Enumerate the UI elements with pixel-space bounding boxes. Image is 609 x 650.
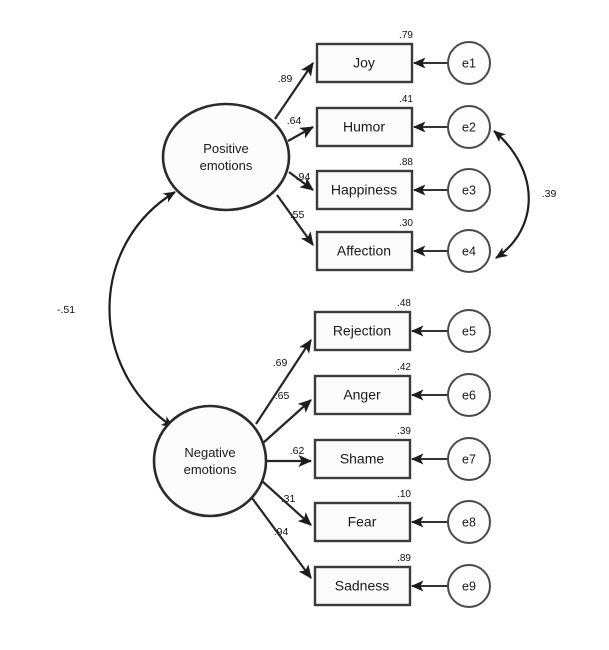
loading-label-affection: .55: [290, 209, 305, 221]
indicator-affection[interactable]: Affection .30: [315, 218, 414, 272]
error-e9-shape[interactable]: [447, 564, 491, 608]
indicator-happiness-box[interactable]: [315, 169, 414, 211]
path-negative-rejection: [255, 339, 312, 425]
indicator-rejection-box[interactable]: [313, 310, 412, 352]
latent-positive-emotions[interactable]: Positive emotions: [161, 102, 291, 212]
error-e2-shape[interactable]: [447, 105, 491, 149]
error-e2-label: e2: [462, 120, 476, 134]
path-positive-affection: [276, 194, 314, 246]
r2-anger: .42: [397, 362, 411, 373]
error-term-e8[interactable]: e8: [447, 500, 491, 544]
indicator-joy-label: Joy: [353, 55, 375, 71]
r2-fear: .10: [397, 489, 411, 500]
error-e6-label: e6: [462, 388, 476, 402]
path-positive-joy: [274, 62, 314, 120]
error-term-e6[interactable]: e6: [447, 373, 491, 417]
loading-label-joy: .89: [278, 73, 293, 85]
factor-correlation-curve: [108, 191, 176, 428]
loading-paths-negative: [251, 339, 313, 579]
error-e6-shape[interactable]: [447, 373, 491, 417]
error-e4-shape[interactable]: [447, 229, 491, 273]
r2-happiness: .88: [399, 157, 413, 168]
covariance-curves: [108, 130, 530, 428]
error-e5-shape[interactable]: [447, 309, 491, 353]
indicator-anger-label: Anger: [343, 387, 381, 403]
error-term-e9[interactable]: e9: [447, 564, 491, 608]
error-e9-label: e9: [462, 579, 476, 593]
r2-sadness: .89: [397, 553, 411, 564]
indicator-affection-box[interactable]: [315, 230, 414, 272]
loading-label-fear: .31: [281, 493, 296, 505]
error-e7-shape[interactable]: [447, 437, 491, 481]
latent-negative-label-line2: emotions: [184, 462, 237, 477]
indicator-joy-box[interactable]: [315, 42, 414, 84]
path-negative-fear: [261, 480, 312, 526]
indicator-fear-label: Fear: [348, 514, 377, 530]
indicator-happiness-label: Happiness: [331, 182, 397, 198]
error-e1-shape[interactable]: [447, 41, 491, 85]
error-term-e2[interactable]: e2: [447, 105, 491, 149]
loading-labels: .89 .64 .94 .55 .69 .65 .62 .31 .94: [273, 73, 311, 538]
indicator-fear[interactable]: Fear .10: [313, 489, 412, 543]
latent-negative-emotions[interactable]: Negative emotions: [152, 404, 268, 518]
r2-shame: .39: [397, 426, 411, 437]
error-e3-label: e3: [462, 183, 476, 197]
r2-joy: .79: [399, 30, 413, 41]
error-e4-label: e4: [462, 244, 476, 258]
r2-rejection: .48: [397, 298, 411, 309]
loading-label-humor: .64: [287, 115, 302, 127]
factor-correlation-label: -.51: [57, 304, 75, 316]
error-paths: [411, 57, 448, 592]
error-e8-label: e8: [462, 515, 476, 529]
indicator-anger-box[interactable]: [313, 374, 412, 416]
indicator-shame[interactable]: Shame .39: [313, 426, 412, 480]
error-term-e4[interactable]: e4: [447, 229, 491, 273]
error-term-e3[interactable]: e3: [447, 168, 491, 212]
error-e7-label: e7: [462, 452, 476, 466]
latent-negative-label-line1: Negative: [184, 445, 235, 460]
indicator-affection-label: Affection: [337, 243, 391, 259]
indicator-fear-box[interactable]: [313, 501, 412, 543]
loading-paths-positive: [274, 62, 314, 246]
loading-label-shame: .62: [290, 445, 305, 457]
indicator-rejection[interactable]: Rejection .48: [313, 298, 412, 352]
latent-positive-label-line2: emotions: [200, 158, 253, 173]
error-term-e5[interactable]: e5: [447, 309, 491, 353]
loading-label-rejection: .69: [273, 357, 288, 369]
indicator-rejection-label: Rejection: [333, 323, 391, 339]
error-e5-label: e5: [462, 324, 476, 338]
indicator-humor-box[interactable]: [315, 106, 414, 148]
path-positive-humor: [287, 126, 314, 142]
error-term-e1[interactable]: e1: [447, 41, 491, 85]
loading-label-sadness: .94: [274, 526, 289, 538]
indicator-humor[interactable]: Humor .41: [315, 94, 414, 148]
error-correlation-curve: [493, 130, 530, 259]
indicator-anger[interactable]: Anger .42: [313, 362, 412, 416]
indicator-humor-label: Humor: [343, 119, 385, 135]
covariance-labels: -.51 .39: [57, 188, 556, 316]
latent-negative-shape[interactable]: [152, 404, 268, 518]
path-negative-sadness: [251, 497, 312, 579]
path-negative-anger: [262, 399, 312, 444]
loading-label-happiness: .94: [296, 171, 311, 183]
loading-label-anger: .65: [275, 390, 290, 402]
r2-affection: .30: [399, 218, 413, 229]
error-term-e7[interactable]: e7: [447, 437, 491, 481]
latent-positive-shape[interactable]: [161, 102, 291, 212]
indicator-sadness-box[interactable]: [313, 565, 412, 607]
error-correlation-label: .39: [542, 188, 557, 200]
error-e3-shape[interactable]: [447, 168, 491, 212]
latent-positive-label-line1: Positive: [203, 141, 249, 156]
indicator-sadness[interactable]: Sadness .89: [313, 553, 412, 607]
indicator-sadness-label: Sadness: [335, 578, 389, 594]
r2-humor: .41: [399, 94, 413, 105]
error-e8-shape[interactable]: [447, 500, 491, 544]
indicator-shame-box[interactable]: [313, 438, 412, 480]
error-e1-label: e1: [462, 56, 476, 70]
indicator-joy[interactable]: Joy .79: [315, 30, 414, 84]
path-positive-happiness: [288, 171, 314, 191]
indicator-happiness[interactable]: Happiness .88: [315, 157, 414, 211]
indicator-shame-label: Shame: [340, 451, 385, 467]
